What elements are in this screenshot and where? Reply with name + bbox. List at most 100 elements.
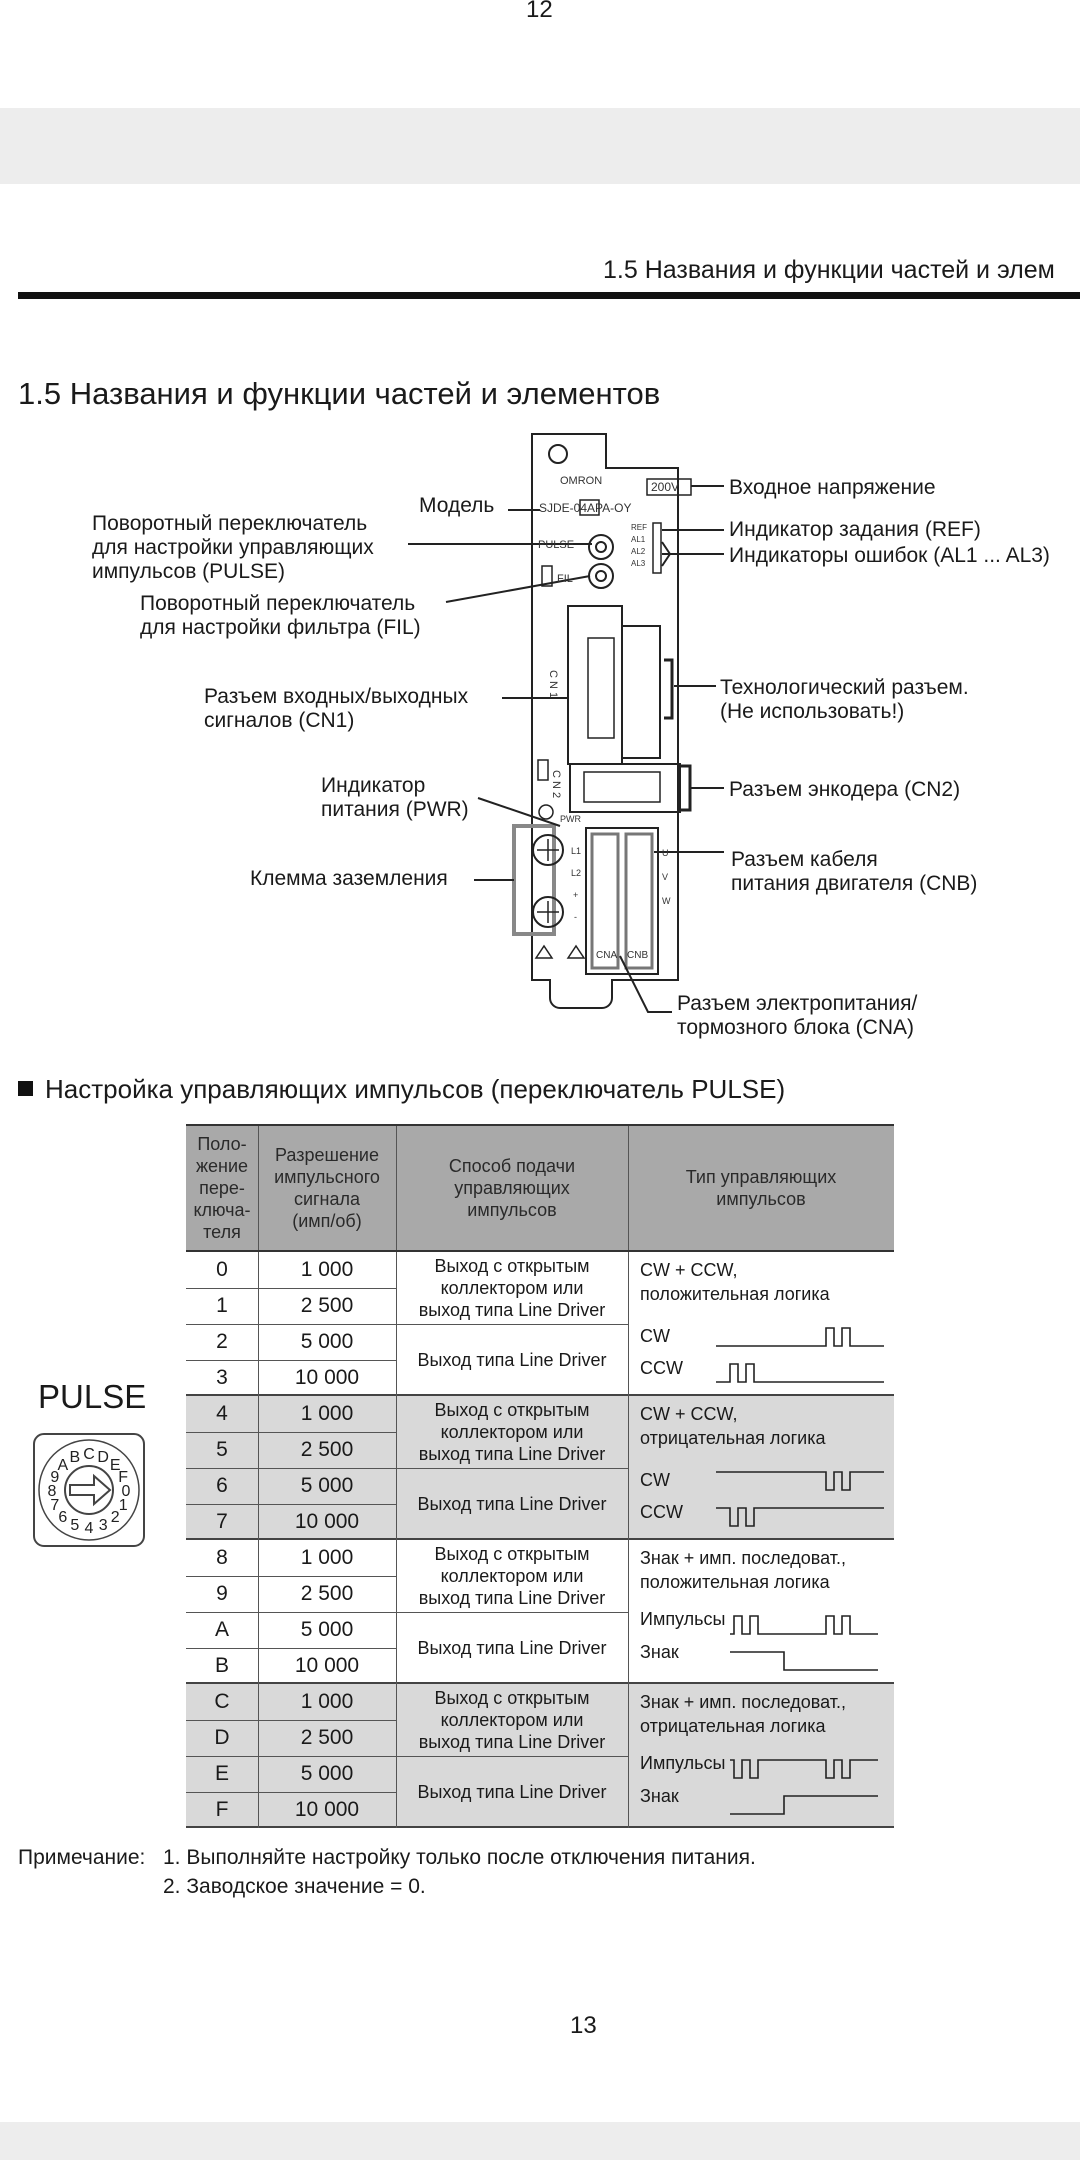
callout-cna: Разъем электропитания/тормозного блока (… xyxy=(677,992,918,1039)
cell-method-ld: Выход типа Line Driver xyxy=(417,1350,607,1370)
cell-resolution: 5 000 xyxy=(300,1762,354,1785)
cell-resolution: 5 000 xyxy=(300,1618,354,1641)
wave-label-2: CCW xyxy=(640,1358,683,1378)
cell-position: 4 xyxy=(216,1402,228,1425)
pulse-section-title: Настройка управляющих импульсов (переклю… xyxy=(18,1074,785,1105)
cell-type-title: Знак + имп. последоват., положительная л… xyxy=(640,1548,847,1592)
callout-tech-connector: Технологический разъем.(Не использовать!… xyxy=(720,676,969,723)
cell-position: 0 xyxy=(216,1258,228,1281)
wave-label-1: CW xyxy=(640,1326,670,1346)
dial-char: 5 xyxy=(70,1517,79,1534)
table-header: Поло- жение пере- ключа- теля Разрешение… xyxy=(186,1124,894,1252)
cell-position: C xyxy=(214,1690,230,1713)
mount-hole xyxy=(548,444,568,464)
cnb-label: CNB xyxy=(627,950,648,961)
cell-position: B xyxy=(214,1654,229,1677)
terminal-l2: L2 xyxy=(571,868,581,878)
dial-char: 8 xyxy=(48,1483,57,1500)
previous-page-number: 12 xyxy=(526,0,553,23)
callout-input-voltage: Входное напряжение xyxy=(729,476,936,499)
dial-char: 3 xyxy=(99,1517,108,1534)
wave-label-2: CCW xyxy=(640,1502,683,1522)
cell-method-oc: Выход с открытым коллектором или выход т… xyxy=(418,1256,606,1320)
dial-char: E xyxy=(110,1457,121,1474)
cell-position: 2 xyxy=(216,1330,228,1353)
cell-type-title: CW + CCW, положительная логика xyxy=(640,1260,830,1304)
header-type: Тип управляющих импульсов xyxy=(685,1167,837,1209)
wave-label-1: Импульсы xyxy=(640,1609,726,1629)
cell-position: D xyxy=(214,1726,230,1749)
callout-model: Модель xyxy=(419,494,495,517)
pulse-switch-label: PULSE xyxy=(38,1378,147,1415)
terminal-plus: + xyxy=(573,890,578,900)
wave-label-1: Импульсы xyxy=(640,1753,726,1773)
fil-switch-text: FIL xyxy=(557,573,573,585)
cell-method-oc: Выход с открытым коллектором или выход т… xyxy=(418,1688,606,1752)
cell-position: 5 xyxy=(216,1438,228,1461)
header-resolution: Разрешение импульсного сигнала (имп/об) xyxy=(274,1145,380,1231)
cell-position: 6 xyxy=(216,1474,228,1497)
cell-position: A xyxy=(214,1618,229,1641)
brand-label: OMRON xyxy=(560,475,602,487)
callout-cn2: Разъем энкодера (CN2) xyxy=(729,778,961,801)
cell-resolution: 10 000 xyxy=(294,1366,360,1389)
dial-char: 7 xyxy=(50,1497,59,1514)
cell-resolution: 1 000 xyxy=(300,1258,354,1281)
dial-char: 4 xyxy=(85,1520,94,1537)
cell-resolution: 1 000 xyxy=(300,1690,354,1713)
cell-method-ld: Выход типа Line Driver xyxy=(417,1782,607,1802)
pulse-waveform xyxy=(716,1471,884,1527)
dial-char: 9 xyxy=(50,1469,59,1486)
dial-char: 2 xyxy=(111,1509,120,1526)
model-code: SJDE-04APA-OY xyxy=(539,501,631,515)
cell-resolution: 1 000 xyxy=(300,1402,354,1425)
header-rule xyxy=(18,292,1080,299)
cell-method-oc: Выход с открытым коллектором или выход т… xyxy=(418,1544,606,1608)
cell-resolution: 1 000 xyxy=(300,1546,354,1569)
cell-resolution: 5 000 xyxy=(300,1474,354,1497)
note-prefix: Примечание: xyxy=(18,1846,146,1869)
dial-char: F xyxy=(118,1469,128,1486)
dial-char: 0 xyxy=(122,1483,131,1500)
cell-resolution: 2 500 xyxy=(300,1726,354,1749)
callout-alarm-leds: Индикаторы ошибок (AL1 ... AL3) xyxy=(729,544,1050,567)
terminal-v: V xyxy=(662,872,668,882)
servo-drive-diagram: OMRON 200V SJDE-04APA-OY PULSE FIL REF A… xyxy=(408,433,724,1013)
wave-label-2: Знак xyxy=(640,1786,679,1806)
terminal-w: W xyxy=(662,896,671,906)
cell-resolution: 5 000 xyxy=(300,1330,354,1353)
terminal-l1: L1 xyxy=(571,846,581,856)
header-method: Способ подачи управляющих импульсов xyxy=(448,1156,576,1220)
page-gap xyxy=(0,108,1080,184)
cn2-text: C N 2 xyxy=(550,770,562,798)
led-al3: AL3 xyxy=(631,559,646,568)
led-al1: AL1 xyxy=(631,535,646,544)
cell-resolution: 2 500 xyxy=(300,1294,354,1317)
wave-label-2: Знак xyxy=(640,1642,679,1662)
cell-method-ld: Выход типа Line Driver xyxy=(417,1494,607,1514)
cell-resolution: 10 000 xyxy=(294,1798,360,1821)
note-item-1: 1. Выполняйте настройку только после отк… xyxy=(163,1846,756,1869)
dial-char: 1 xyxy=(119,1497,128,1514)
cna-label: CNA xyxy=(596,950,617,961)
cell-type-title: Знак + имп. последоват., отрицательная л… xyxy=(640,1692,847,1736)
terminal-minus: - xyxy=(574,912,577,922)
cell-resolution: 10 000 xyxy=(294,1654,360,1677)
wave-label-1: CW xyxy=(640,1470,670,1490)
running-header: 1.5 Названия и функции частей и элем xyxy=(603,256,1055,284)
pulse-waveform xyxy=(730,1615,878,1671)
cell-method-ld: Выход типа Line Driver xyxy=(417,1638,607,1658)
cell-resolution: 10 000 xyxy=(294,1510,360,1533)
header-position: Поло- жение пере- ключа- теля xyxy=(193,1134,251,1242)
device-body xyxy=(531,433,679,1009)
bullet-square-icon xyxy=(18,1081,33,1096)
pulse-waveform xyxy=(730,1759,878,1815)
pwr-text: PWR xyxy=(560,814,581,824)
